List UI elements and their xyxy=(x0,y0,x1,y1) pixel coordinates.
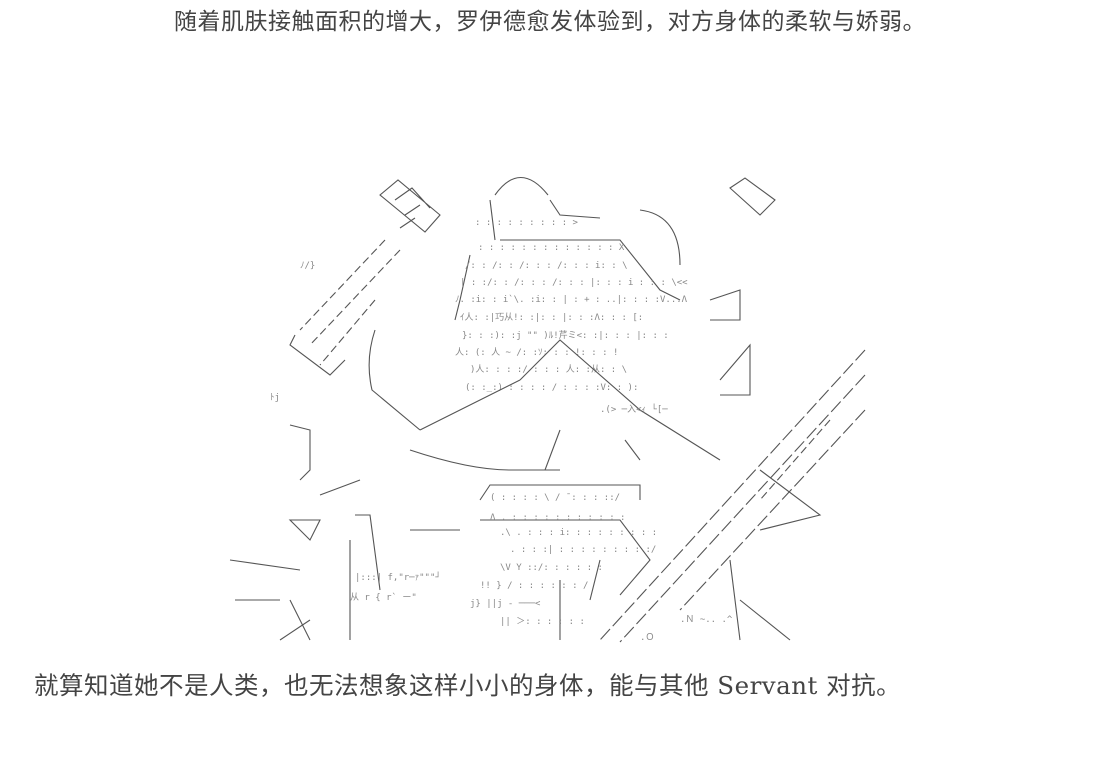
svg-text:Λ . : : : : : : : : : : :: Λ . : : : : : : : : : : : xyxy=(490,513,625,523)
svg-text:从 r { r` ー": 从 r { r` ー" xyxy=(350,592,417,603)
svg-text:/: : /: : /: : : /: : : i: : \: /: : /: : /: : : /: : : i: : \ xyxy=(465,261,628,271)
paragraph-2: 就算知道她不是人类，也无法想象这样小小的身体，能与其他 Servant 对抗。 xyxy=(34,671,902,700)
svg-text:!! } / : : : : : : /: !! } / : : : : : : / xyxy=(480,581,588,591)
svg-text:| : :/: : /: : : /: : : |: : :: | : :/: : /: : : /: : : |: : : i : : : \… xyxy=(460,278,688,288)
ascii-dots: : : : : : : : : : > xyxy=(475,218,579,228)
svg-text:: : : : : : : : : : : : : X: : : : : : : : : : : : : : X xyxy=(478,243,625,253)
svg-text:.\ . : : : i: : : : : : : : :: .\ . : : : i: : : : : : : : : xyxy=(500,528,657,538)
svg-text:ﾉ/}: ﾉ/} xyxy=(300,261,315,271)
svg-text:j} ||j - ───<: j} ||j - ───< xyxy=(470,599,541,609)
svg-text:.(> ─入<ｨ └[─: .(> ─入<ｨ └[─ xyxy=(600,403,668,415)
svg-text:}: : :): :j "" )ﾙ!芹ミ<: :|:: }: : :): :j "" )ﾙ!芹ミ<: :|: : : |: : : xyxy=(462,330,669,341)
svg-text:ﾉ. :i: : i`\. :i: : | : + : ..: ﾉ. :i: : i`\. :i: : | : + : ..|: : : :V.… xyxy=(455,294,688,305)
svg-text:|| ＞: : : : : :: || ＞: : : : : : xyxy=(500,617,585,627)
svg-text:( : : : : \ / ̄ : : : ::/: ( : : : : \ / ̄ : : : ::/ xyxy=(490,493,620,503)
svg-text:ﾄj: ﾄj xyxy=(270,393,280,403)
svg-text:.Ｏ: .Ｏ xyxy=(640,633,654,643)
svg-text:|:::| f,"r─ｧ"""┘: |:::| f,"r─ｧ"""┘ xyxy=(355,571,441,583)
svg-text:\V Y ::/: : : : : :: \V Y ::/: : : : : : xyxy=(500,563,603,573)
svg-text:. : : :| : : : : : : : : :/: . : : :| : : : : : : : : :/ xyxy=(510,545,656,555)
svg-text:(: :_:) : : : : / :: (: :_:) : : : : / : : : :V: : ): xyxy=(465,383,638,393)
svg-text:ｲ人: :|巧从!: :|: : |: : :Λ: : :: ｲ人: :|巧从!: :|: : |: : :Λ: : : [: xyxy=(460,312,643,323)
svg-text:.Ｎ ~.. .^: .Ｎ ~.. .^ xyxy=(680,615,733,625)
svg-text:)人: : : :/ : : : 人: :: )人: : : :/ : : : 人: :从: : \ xyxy=(470,364,627,375)
svg-text:人: (: 人 ~ /: :ｿ: : : !:: 人: (: 人 ~ /: :ｿ: : : !: : : ! xyxy=(455,347,618,358)
paragraph-1: 随着肌肤接触面积的增大，罗伊德愈发体验到，对方身体的柔软与娇弱。 xyxy=(174,9,926,35)
